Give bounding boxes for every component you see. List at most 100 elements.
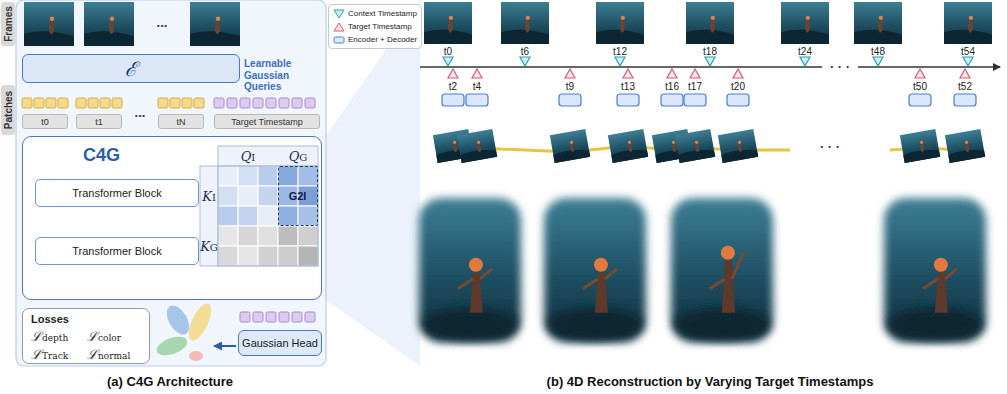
context-time: t54 <box>961 46 975 57</box>
context-marker <box>963 57 973 66</box>
target-time: t20 <box>731 81 745 92</box>
node-subtext: ℒdepth <box>31 327 87 345</box>
attention-block: G2I <box>278 166 318 226</box>
figure-head <box>806 16 810 20</box>
attention-cell <box>218 186 238 206</box>
figure-head <box>738 140 742 144</box>
figure-body <box>968 20 973 33</box>
target-time: t16 <box>665 81 679 92</box>
legend-text: Context Timestamp <box>348 9 417 18</box>
model-box-fill <box>22 136 322 300</box>
frame-image <box>596 2 644 44</box>
target-marker <box>960 69 970 78</box>
image-token <box>76 98 86 108</box>
input-frame <box>84 2 134 46</box>
frame-image <box>457 129 497 163</box>
attention-cell <box>278 226 298 246</box>
seabed <box>24 31 74 46</box>
rendered-thumbnail <box>550 129 590 163</box>
legend-symbol <box>333 9 345 19</box>
render-splat <box>544 198 646 342</box>
codec-box <box>466 94 488 106</box>
query-label: Learnable Gaussian Queries <box>244 58 322 93</box>
node-text: t0 <box>41 117 49 127</box>
rendered-view <box>671 198 773 342</box>
codec-box <box>954 94 976 106</box>
node-text: C4G <box>83 145 120 166</box>
seabed <box>84 31 134 46</box>
context-time: t0 <box>444 46 452 57</box>
transformer-block: Transformer Block <box>35 237 199 265</box>
figure-body <box>965 143 970 152</box>
figure-arms <box>458 269 492 289</box>
attention-cell <box>298 206 318 226</box>
render-ground <box>423 308 517 340</box>
figure-body <box>525 20 530 33</box>
row-pill <box>1 85 15 135</box>
model-box: C4GTransformer BlockTransformer BlockG2I <box>22 136 322 300</box>
image-token <box>88 98 98 108</box>
context-marker <box>520 57 530 66</box>
figure-head <box>526 16 530 20</box>
image-token <box>34 98 44 108</box>
render-image <box>900 129 940 163</box>
gaussian-token <box>266 312 276 322</box>
frame-image <box>900 129 940 163</box>
render-image <box>945 129 985 163</box>
gaussian-query <box>227 98 237 108</box>
image-token <box>46 98 56 108</box>
context-frame <box>781 2 829 44</box>
timestamp-tag: t0 <box>22 114 68 129</box>
attention-cell <box>298 246 318 266</box>
gaussian <box>154 333 190 359</box>
panel-caption: (b) 4D Reconstruction by Varying Target … <box>547 374 874 389</box>
figure-body <box>215 21 220 34</box>
timestamp-tag: tN <box>158 114 204 129</box>
node-text: Target Timestamp <box>231 117 303 127</box>
figure-head <box>477 140 481 144</box>
image-token <box>112 98 122 108</box>
query-header <box>218 146 318 166</box>
render-splat <box>884 198 986 342</box>
target-marker <box>334 23 344 31</box>
gaussian-query <box>292 98 302 108</box>
rendered-thumbnail <box>718 129 758 163</box>
figure-arms <box>710 252 744 289</box>
gaussian-query <box>214 98 224 108</box>
input-frame <box>190 2 240 46</box>
input-frame <box>24 2 74 46</box>
attention-cell <box>258 246 278 266</box>
target-time: t17 <box>688 81 702 92</box>
target-marker <box>690 69 700 78</box>
figure-head <box>711 16 715 20</box>
image-token <box>158 98 168 108</box>
target-marker <box>623 69 633 78</box>
matrix-label: KG <box>200 239 218 254</box>
gaussian-token <box>292 312 302 322</box>
frame-image <box>718 129 758 163</box>
render-image <box>550 129 590 163</box>
gaussian-token <box>305 312 315 322</box>
context-frame <box>686 2 734 44</box>
row-label: Frames <box>3 6 14 42</box>
timestamp-tag: Target Timestamp <box>214 114 320 129</box>
codec-box <box>334 37 344 43</box>
rendered-thumbnail <box>457 129 497 163</box>
codec-box <box>661 94 683 106</box>
figure-head <box>50 16 55 21</box>
node-subtext: ℒnormal <box>87 345 143 363</box>
attention-cell <box>238 186 258 206</box>
encoder-box: ℰ <box>22 54 240 83</box>
node-subtext: ℒcolor <box>87 327 143 345</box>
node-text: ℰ <box>125 55 137 82</box>
figure-body <box>695 143 700 152</box>
legend-symbol <box>333 22 345 32</box>
target-marker <box>667 69 677 78</box>
row-label: Patches <box>3 91 14 129</box>
figure-head <box>695 140 699 144</box>
figure-head <box>453 140 457 144</box>
codec-box <box>684 94 706 106</box>
attention-cell <box>298 226 318 246</box>
render-splat <box>671 198 773 342</box>
